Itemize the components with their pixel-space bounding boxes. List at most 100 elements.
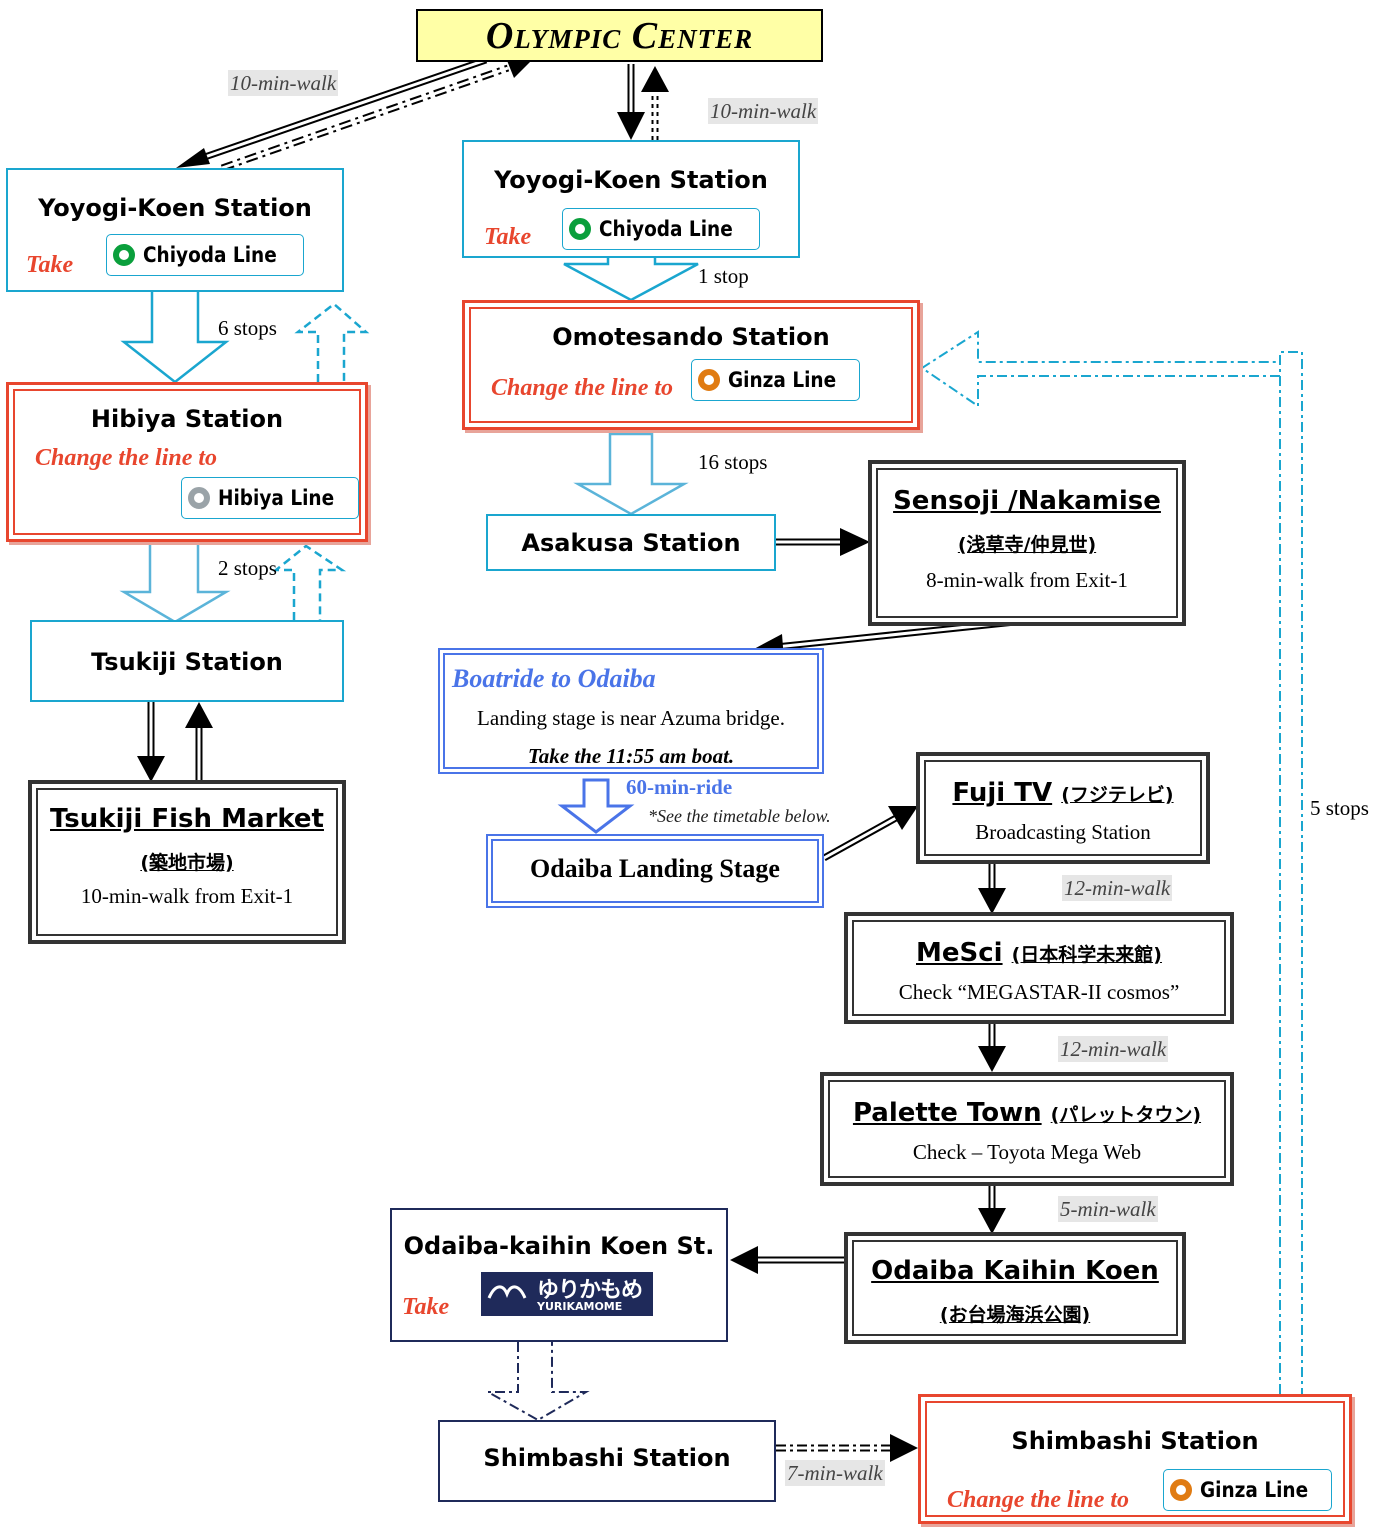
ginza-line-icon	[1170, 1479, 1192, 1501]
stops-label-left-6: 6 stops	[218, 316, 277, 340]
walk-label-shimbashi: 7-min-walk	[785, 1460, 885, 1486]
spot-title: Tsukiji Fish Market	[50, 804, 324, 834]
arrow-olympic-to-center-yoyogi	[617, 64, 645, 140]
arrow-mesci-to-palette	[978, 1024, 1006, 1072]
spot-description: 8-min-walk from Exit-1	[926, 568, 1128, 592]
ginza-line-icon	[698, 369, 720, 391]
walk-label-palette-kaihin: 5-min-walk	[1058, 1196, 1158, 1222]
station-title: Shimbashi Station	[483, 1444, 731, 1472]
arrow-olympic-to-left-yoyogi	[176, 56, 488, 168]
arrow-landing-to-fuji	[822, 806, 918, 862]
station-title: Yoyogi-Koen Station	[494, 166, 768, 194]
change-label: Change the line to	[947, 1487, 1130, 1513]
take-label: Take	[26, 252, 74, 278]
center-yoyogi-koen-station[interactable]: Yoyogi-Koen Station Take Chiyoda Line	[462, 140, 800, 258]
sensoji-nakamise[interactable]: Sensoji /Nakamise (浅草寺/仲見世) 8-min-walk f…	[868, 460, 1186, 626]
stops-label-left-2: 2 stops	[218, 556, 277, 580]
arrow-shimbashi-to-omote	[920, 330, 1303, 1394]
chiyoda-line-badge: Chiyoda Line	[106, 234, 304, 276]
arrow-hibiya-to-left-yoyogi	[294, 302, 370, 382]
yurikamome-logo: ゆりかもめ YURIKAMOME	[481, 1272, 653, 1316]
stops-label-center-1: 1 stop	[698, 264, 749, 288]
ginza-line-badge: Ginza Line	[691, 359, 860, 401]
spot-description: Broadcasting Station	[975, 820, 1151, 844]
arrow-center-yoyogi-to-olympic	[641, 66, 669, 140]
line-label: Chiyoda Line	[143, 243, 277, 267]
shimbashi-station[interactable]: Shimbashi Station	[438, 1420, 776, 1502]
chiyoda-line-badge: Chiyoda Line	[562, 208, 760, 250]
arrow-tsukiji-to-hibiya	[272, 544, 347, 620]
arrow-boat-to-landing	[557, 778, 635, 834]
boatride-to-odaiba[interactable]: Boatride to Odaiba Landing stage is near…	[438, 648, 824, 774]
spot-title: MeSci	[916, 938, 1003, 968]
ginza-line-badge: Ginza Line	[1163, 1469, 1332, 1511]
spot-title-row: Palette Town (パレットタウン)	[824, 1098, 1230, 1128]
arrow-fish-to-tsukiji	[185, 702, 213, 782]
tsukiji-station[interactable]: Tsukiji Station	[30, 620, 344, 702]
spot-title: Sensoji /Nakamise	[893, 486, 1161, 516]
change-label: Change the line to	[491, 375, 674, 401]
mesci[interactable]: MeSci (日本科学未来館) Check “MEGASTAR-II cosmo…	[844, 912, 1234, 1024]
spot-jp-name: (浅草寺/仲見世)	[957, 534, 1097, 556]
odaiba-landing-stage[interactable]: Odaiba Landing Stage	[486, 834, 824, 908]
change-label: Change the line to	[35, 445, 218, 471]
spot-jp-name: (フジテレビ)	[1061, 784, 1174, 806]
spot-title: Palette Town	[852, 1098, 1042, 1128]
station-title: Yoyogi-Koen Station	[38, 194, 312, 222]
arrow-kaihin-to-station	[730, 1246, 846, 1274]
station-title: Odaiba-kaihin Koen St.	[403, 1232, 715, 1260]
boat-title: Boatride to Odaiba	[452, 664, 656, 693]
take-label: Take	[484, 224, 532, 250]
station-title: Shimbashi Station	[1011, 1427, 1259, 1455]
arrow-kaihin-st-to-shimbashi	[484, 1342, 590, 1422]
boat-line-2: Take the 11:55 am boat.	[527, 744, 735, 768]
shimbashi-station-ginza[interactable]: Shimbashi Station Change the line to Gin…	[918, 1394, 1352, 1524]
line-label: Ginza Line	[1200, 1478, 1309, 1502]
spot-title: Odaiba Kaihin Koen	[871, 1256, 1159, 1286]
station-title: Asakusa Station	[521, 529, 741, 557]
spot-jp-name: (日本科学未来館)	[1011, 944, 1162, 966]
stops-label-center-16: 16 stops	[698, 450, 768, 474]
walk-label-top-left: 10-min-walk	[228, 70, 339, 96]
station-title: Tsukiji Station	[91, 648, 283, 676]
spot-title-row: Fuji TV (フジテレビ)	[920, 778, 1206, 808]
odaiba-kaihin-koen[interactable]: Odaiba Kaihin Koen (お台場海浜公園)	[844, 1232, 1186, 1344]
stops-label-right-5: 5 stops	[1310, 796, 1369, 820]
spot-jp-name: (築地市場)	[140, 852, 234, 874]
take-label: Take	[402, 1294, 450, 1320]
spot-title: Fuji TV	[952, 778, 1053, 808]
hibiya-line-badge: Hibiya Line	[181, 477, 359, 519]
arrow-hibiya-to-tsukiji	[119, 540, 231, 624]
line-label: Chiyoda Line	[599, 217, 733, 241]
asakusa-station[interactable]: Asakusa Station	[486, 514, 776, 571]
spot-title-row: MeSci (日本科学未来館)	[848, 938, 1230, 968]
chiyoda-line-icon	[569, 218, 591, 240]
arrow-palette-to-kaihin	[978, 1186, 1006, 1234]
olympic-center-title: Olympic Center	[416, 9, 823, 62]
landing-title: Odaiba Landing Stage	[530, 854, 780, 883]
spot-description: 10-min-walk from Exit-1	[80, 884, 294, 908]
yurikamome-en: YURIKAMOME	[537, 1300, 623, 1313]
hibiya-line-icon	[188, 487, 210, 509]
hibiya-station[interactable]: Hibiya Station Change the line to Hibiya…	[6, 382, 368, 542]
station-title: Omotesando Station	[552, 323, 830, 351]
fuji-tv[interactable]: Fuji TV (フジテレビ) Broadcasting Station	[916, 752, 1210, 864]
palette-town[interactable]: Palette Town (パレットタウン) Check – Toyota Me…	[820, 1072, 1234, 1186]
line-label: Hibiya Line	[218, 486, 335, 510]
tsukiji-fish-market[interactable]: Tsukiji Fish Market (築地市場) 10-min-walk f…	[28, 780, 346, 944]
walk-label-mesci-palette: 12-min-walk	[1058, 1036, 1169, 1062]
walk-label-fuji-mesci: 12-min-walk	[1062, 875, 1173, 901]
omotesando-station[interactable]: Omotesando Station Change the line to Gi…	[462, 300, 920, 430]
walk-label-top-center: 10-min-walk	[708, 98, 819, 124]
arrow-fuji-to-mesci	[978, 864, 1006, 914]
arrow-center-yoyogi-to-omote	[563, 254, 699, 302]
arrow-shimbashi-to-ginza	[776, 1434, 918, 1462]
yurikamome-jp: ゆりかもめ	[537, 1278, 643, 1303]
boat-line-1: Landing stage is near Azuma bridge.	[477, 706, 785, 730]
arrow-tsukiji-to-fish	[137, 702, 165, 782]
ride-duration-label: 60-min-ride	[626, 775, 733, 799]
seagull-icon	[487, 1285, 527, 1299]
timetable-note: *See the timetable below.	[648, 806, 831, 826]
left-yoyogi-koen-station[interactable]: Yoyogi-Koen Station Take Chiyoda Line	[6, 168, 344, 292]
